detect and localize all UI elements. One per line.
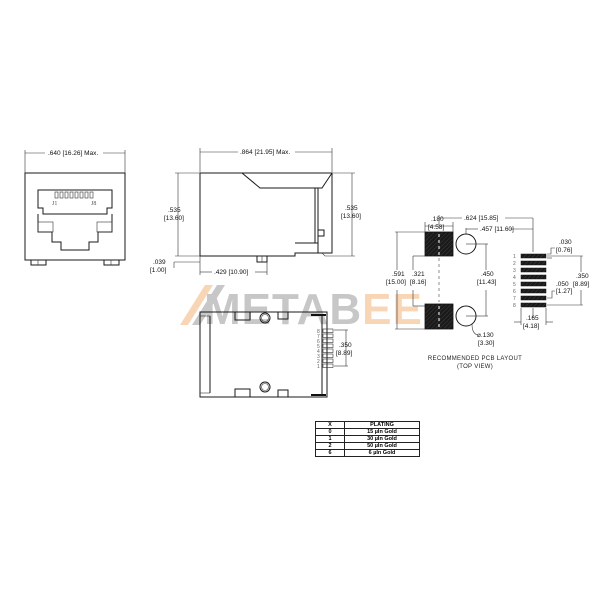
svg-text:3: 3 (317, 354, 320, 360)
side-length-dim: .864 [21.95] Max. (240, 149, 290, 156)
standoff-mm: [1.00] (150, 267, 166, 274)
front-contacts (54, 191, 94, 199)
pcb-caption-title: RECOMMENDED PCB LAYOUT (427, 356, 523, 362)
bottom-span-mm: [8.89] (336, 350, 352, 357)
svg-text:3: 3 (513, 268, 516, 274)
pin-label-j1: J1 (52, 201, 57, 207)
watermark: METABEE (180, 285, 423, 334)
pcb-hole-offset: .457 [11.60] (480, 226, 514, 233)
pcb-layout: .180 [4.58] .624 [15.85] .457 [11.60] .5… (386, 215, 589, 347)
pcb-caption-subtitle: (TOP VIEW) (456, 364, 494, 370)
pcb-layout-caption: RECOMMENDED PCB LAYOUT (TOP VIEW) (415, 355, 535, 371)
standoff-in: .039 (153, 259, 166, 266)
header-plating: PLATING (344, 421, 420, 429)
side-height-left-mm: [13.60] (164, 215, 184, 222)
bottom-span-in: .350 (339, 342, 352, 349)
front-width-dim: .640 [16.26] Max. (48, 150, 98, 157)
svg-text:8: 8 (513, 303, 516, 309)
pcb-height-total-in: .591 (392, 271, 405, 278)
svg-text:8: 8 (317, 329, 320, 335)
svg-text:2: 2 (317, 359, 320, 365)
table-row: 2 50 µIn Gold (315, 442, 420, 450)
svg-text:1: 1 (513, 254, 516, 260)
front-view: .640 [16.26] Max. J1 J8 (24, 150, 126, 266)
table-row: 1 30 µIn Gold (315, 435, 420, 443)
pcb-hole-dia-mm: [3.30] (478, 340, 494, 347)
table-row: 0 15 µIn Gold (315, 428, 420, 436)
table-row: 6 6 µIn Gold (315, 449, 420, 457)
svg-text:4: 4 (317, 349, 320, 355)
svg-text:6: 6 (513, 289, 516, 295)
svg-text:7: 7 (513, 296, 516, 302)
pcb-pin-pads (520, 253, 547, 308)
svg-text:5: 5 (513, 282, 516, 288)
pcb-pin-pitch-in: .050 (556, 281, 569, 288)
side-height-left-in: .535 (168, 207, 181, 214)
side-view: .864 [21.95] Max. .535 [13.60] .535 [13.… (150, 148, 361, 276)
plating-table: X PLATING 0 15 µIn Gold 1 30 µIn Gold 2 … (315, 421, 420, 457)
pcb-overall-width: .624 [15.85] (464, 215, 499, 222)
bottom-view: 8 7 6 5 4 3 2 1 .350 [8.89] (199, 311, 352, 398)
pcb-hole-spacing-mm: [11.43] (477, 279, 497, 286)
svg-text:4: 4 (513, 275, 516, 281)
pcb-pin-row-width-in: .165 (526, 315, 539, 322)
pcb-pin-span-mm: [8.89] (573, 281, 589, 288)
svg-text:7: 7 (317, 334, 320, 340)
pin-label-j8: J8 (91, 201, 96, 207)
pcb-height-total-mm: [15.00] (386, 279, 406, 286)
pcb-pin-row-width-mm: [4.18] (523, 323, 539, 330)
pcb-pad-offset-mm: [8.16] (410, 279, 426, 286)
svg-text:5: 5 (317, 344, 320, 350)
header-x: X (315, 421, 345, 429)
svg-text:METABEE: METABEE (204, 285, 423, 334)
pcb-pin-pad-width-in: .030 (559, 239, 572, 246)
pcb-pin-pitch-mm: [1.27] (556, 288, 572, 295)
pcb-pad-offset-in: .321 (412, 271, 425, 278)
plating-table-header: X PLATING (315, 421, 420, 429)
post-dim: .429 [10.90] (214, 269, 249, 276)
svg-text:6: 6 (317, 339, 320, 345)
pcb-pin-pad-width-mm: [0.76] (556, 247, 572, 254)
pcb-hole-spacing-in: .450 (481, 271, 494, 278)
pcb-hole-dia-in: ⌀.130 (477, 332, 494, 339)
svg-text:2: 2 (513, 261, 516, 267)
bottom-pins (322, 328, 334, 368)
side-height-right-mm: [13.60] (341, 213, 361, 220)
watermark-gray: METAB (204, 285, 362, 334)
svg-text:1: 1 (317, 364, 320, 370)
pcb-pad-width-mm: [4.58] (428, 224, 444, 231)
side-height-right-in: .535 (345, 205, 358, 212)
pcb-pad-width-in: .180 (431, 216, 444, 223)
watermark-orange: EE (362, 285, 423, 334)
pcb-pin-span-in: .350 (576, 273, 589, 280)
